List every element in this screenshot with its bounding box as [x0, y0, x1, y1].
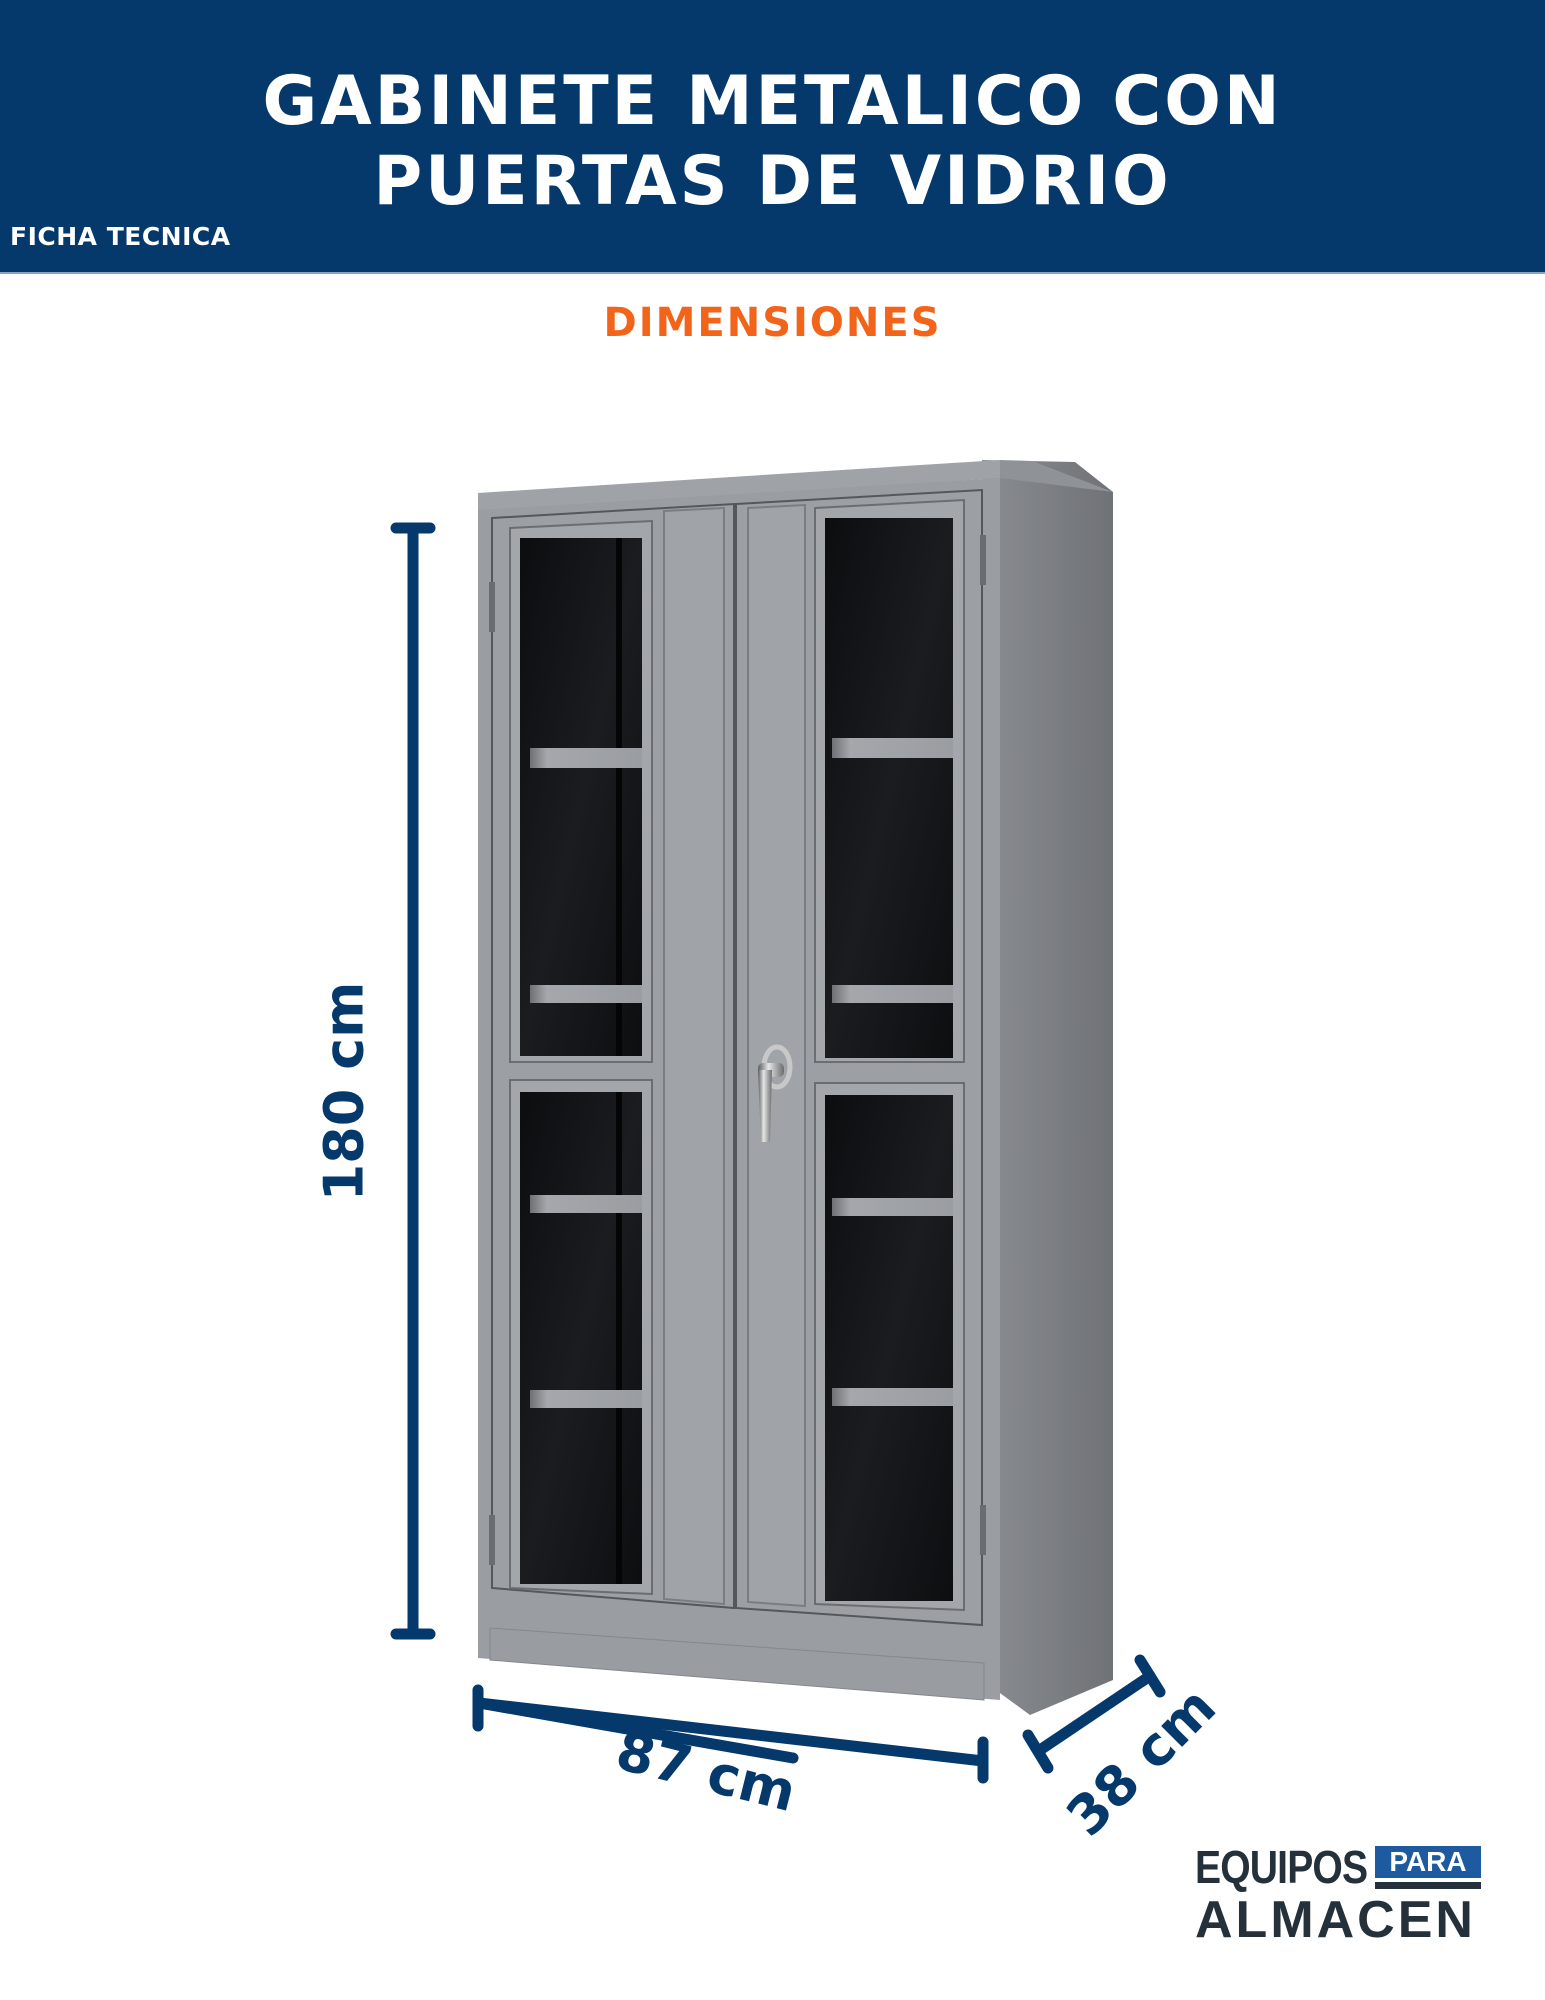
logo-underline-bar	[1375, 1882, 1481, 1889]
shelf	[530, 985, 642, 1003]
cabinet-top	[478, 460, 1113, 512]
shelf	[530, 1195, 642, 1213]
brand-logo: EQUIPOS PARA ALMACEN	[1195, 1840, 1495, 1950]
logo-almacen-text: ALMACEN	[1195, 1891, 1476, 1949]
left-door[interactable]	[489, 502, 735, 1610]
cabinet-side	[982, 460, 1113, 1715]
logo-para-badge: PARA	[1375, 1846, 1481, 1878]
shelf	[832, 1198, 953, 1216]
shelf	[530, 748, 642, 768]
hinge-icon	[980, 1505, 986, 1555]
shelf	[832, 985, 953, 1003]
shelf	[832, 1388, 953, 1406]
hinge-icon	[489, 582, 495, 632]
shelf	[530, 1390, 642, 1408]
section-title-dimensiones: DIMENSIONES	[603, 300, 942, 346]
glass-panel-upper-left	[520, 538, 642, 1056]
title-line-2: PUERTAS DE VIDRIO	[373, 142, 1172, 221]
glass-panel-lower-left	[520, 1092, 642, 1584]
logo-equipos-text: EQUIPOS	[1195, 1841, 1368, 1893]
hinge-icon	[980, 535, 986, 585]
glass-panel-lower-right	[825, 1095, 953, 1601]
hinge-icon	[489, 1515, 495, 1565]
header-banner: GABINETE METALICO CON PUERTAS DE VIDRIO …	[0, 0, 1545, 274]
height-dimension-line	[390, 522, 436, 1640]
subtitle-ficha-tecnica: FICHA TECNICA	[10, 222, 231, 251]
shelf	[832, 738, 953, 758]
glass-panel-upper-right	[825, 518, 953, 1058]
depth-dimension-line	[1022, 1654, 1166, 1774]
width-dimension-line	[472, 1684, 989, 1784]
page-title: GABINETE METALICO CON PUERTAS DE VIDRIO	[15, 62, 1529, 222]
right-door[interactable]	[735, 488, 986, 1627]
title-line-1: GABINETE METALICO CON	[262, 62, 1283, 141]
lock-handle-icon[interactable]	[758, 1044, 793, 1142]
height-label: 180 cm	[312, 981, 376, 1202]
